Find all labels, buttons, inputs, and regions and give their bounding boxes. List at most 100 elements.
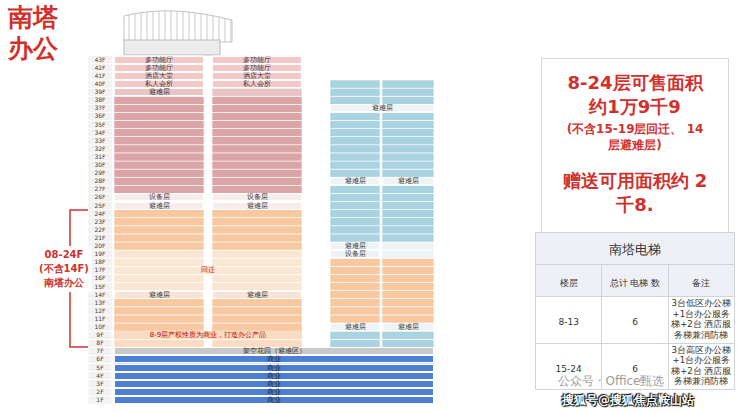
table-text: 3台低区办公梯+1台办公服务梯+2台 酒店服务梯兼消防梯 bbox=[671, 298, 732, 340]
floor-cell: 酒店大堂 bbox=[114, 72, 204, 80]
floor-label-cell bbox=[88, 185, 112, 193]
south-tower-floor bbox=[212, 185, 302, 193]
watermark: 搜狐号@搜狐焦点鞍山站 bbox=[562, 392, 694, 408]
floor-number: 29F bbox=[88, 169, 112, 177]
floor-label-cell bbox=[88, 145, 112, 153]
south-tower-floor bbox=[212, 291, 302, 299]
south-tower-floor bbox=[114, 218, 204, 226]
south-tower-floor bbox=[114, 96, 204, 104]
podium-floor bbox=[114, 380, 434, 388]
north-tower-floor bbox=[382, 283, 434, 291]
south-tower-floor bbox=[212, 104, 302, 112]
floor-label-cell bbox=[88, 372, 112, 380]
floor-cell: 避难层 bbox=[382, 177, 434, 185]
floor-cell: 避难层 bbox=[382, 323, 434, 331]
north-tower-floor bbox=[382, 202, 434, 210]
south-tower-floor bbox=[212, 283, 302, 291]
north-tower-floor bbox=[330, 153, 380, 161]
floor-name: 避难层 bbox=[398, 177, 419, 185]
north-tower-floor bbox=[330, 274, 380, 282]
south-tower-floor bbox=[212, 153, 302, 161]
north-tower-floor bbox=[330, 250, 380, 258]
floor-label-cell bbox=[88, 193, 112, 201]
table-cell: 3台高区办公梯+1台办公服务梯+2台 酒店服务梯兼消防梯 bbox=[668, 343, 734, 390]
floor-number: 5F bbox=[88, 364, 112, 372]
floor-label-cell bbox=[88, 307, 112, 315]
floor-label-cell bbox=[88, 169, 112, 177]
podium-floor bbox=[114, 388, 434, 396]
floor-number: 33F bbox=[88, 137, 112, 145]
floor-number: 31F bbox=[88, 153, 112, 161]
floor-cell: 避难层 bbox=[330, 242, 380, 250]
south-tower-floor bbox=[114, 315, 204, 323]
table-text: 15-24 bbox=[556, 364, 582, 375]
south-tower-floor bbox=[212, 307, 302, 315]
north-tower-floor bbox=[330, 307, 380, 315]
north-tower-floor bbox=[330, 96, 380, 104]
floor-cell: 架空花园（避难区） bbox=[114, 347, 434, 355]
floor-cell: 酒店大堂 bbox=[212, 72, 302, 80]
south-tower-floor bbox=[212, 80, 302, 88]
floor-label-cell bbox=[88, 380, 112, 388]
floor-label-cell bbox=[88, 323, 112, 331]
floor-number: 38F bbox=[88, 96, 112, 104]
north-tower-floor bbox=[382, 266, 434, 274]
floor-number: 2F bbox=[88, 388, 112, 396]
floor-label-cell bbox=[88, 210, 112, 218]
north-tower-floor bbox=[382, 80, 434, 88]
floor-number: 8F bbox=[88, 339, 112, 347]
floor-cell: 避难层 bbox=[330, 104, 434, 112]
north-tower-floor bbox=[382, 96, 434, 104]
north-tower-floor bbox=[330, 137, 380, 145]
south-tower-floor bbox=[114, 258, 204, 266]
north-tower-floor bbox=[330, 258, 380, 266]
floor-number: 25F bbox=[88, 202, 112, 210]
floor-label-cell bbox=[88, 396, 112, 404]
south-tower-floor bbox=[114, 210, 204, 218]
floor-label-cell bbox=[88, 331, 112, 339]
floor-number: 22F bbox=[88, 226, 112, 234]
floor-name: 商业 bbox=[267, 396, 281, 404]
floor-name: 酒店大堂 bbox=[145, 72, 173, 80]
floor-label-cell bbox=[88, 121, 112, 129]
north-tower-floor bbox=[330, 112, 380, 120]
floor-number: 34F bbox=[88, 129, 112, 137]
floor-number: 21F bbox=[88, 234, 112, 242]
north-tower-floor bbox=[330, 185, 380, 193]
floor-name: 商业 bbox=[267, 380, 281, 388]
floor-cells bbox=[88, 56, 434, 404]
floor-name: 避难层 bbox=[149, 291, 170, 299]
north-tower-floor bbox=[330, 234, 380, 242]
floor-label-cell bbox=[88, 88, 112, 96]
floor-cell: 避难层 bbox=[114, 88, 204, 96]
floor-number: 36F bbox=[88, 112, 112, 120]
page-title: 南塔 办公 bbox=[8, 2, 68, 64]
south-tower-floor bbox=[212, 72, 302, 80]
table-cell: 6 bbox=[602, 297, 668, 344]
floor-name: 商业 bbox=[267, 364, 281, 372]
south-tower-floor bbox=[212, 234, 302, 242]
floor-name: 多功能厅 bbox=[145, 56, 173, 64]
north-tower-floor bbox=[382, 226, 434, 234]
table-text: 6 bbox=[632, 317, 638, 328]
floor-label-cell bbox=[88, 161, 112, 169]
south-tower-floor bbox=[212, 274, 302, 282]
crown-base bbox=[124, 40, 220, 55]
relocation-note: 回迁 bbox=[190, 267, 226, 274]
floor-number: 7F bbox=[88, 347, 112, 355]
north-tower-floor bbox=[330, 80, 380, 88]
floor-number: 1F bbox=[88, 396, 112, 404]
floor-name: 设备层 bbox=[345, 250, 366, 258]
table-cell: 楼层 bbox=[536, 265, 602, 297]
floor-cell: 设备层 bbox=[212, 193, 302, 201]
podium-floor bbox=[114, 372, 434, 380]
south-tower-floor bbox=[212, 258, 302, 266]
south-tower-floor bbox=[212, 315, 302, 323]
watermark: 公众号 · Office甄选 bbox=[558, 373, 664, 389]
south-tower-floor bbox=[212, 112, 302, 120]
south-tower-floor bbox=[114, 80, 204, 88]
floor-label-cell bbox=[88, 72, 112, 80]
north-tower-floor bbox=[382, 274, 434, 282]
north-tower-floor bbox=[330, 339, 380, 347]
south-tower-floor bbox=[114, 307, 204, 315]
